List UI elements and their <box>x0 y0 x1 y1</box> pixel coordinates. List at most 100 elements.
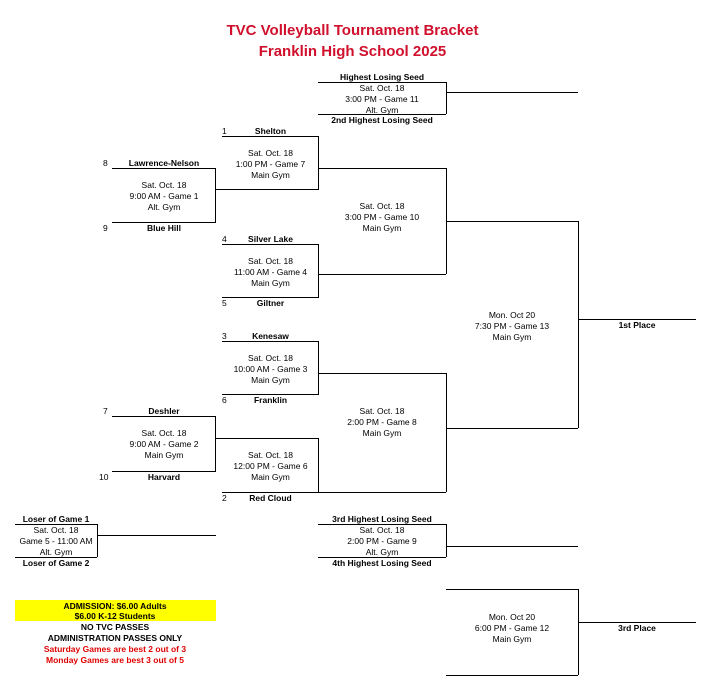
result-1st-place: 1st Place <box>618 320 656 330</box>
game6-place: Main Gym <box>251 472 290 482</box>
seed-number: 4 <box>222 234 227 244</box>
team-blue-hill: Blue Hill <box>146 223 181 233</box>
game3-place: Main Gym <box>251 375 290 385</box>
bracket-line <box>222 244 319 245</box>
team-lawrence-nelson: Lawrence-Nelson <box>128 158 200 168</box>
bracket-line <box>215 168 216 222</box>
admission-highlight <box>15 600 216 621</box>
bracket-line <box>215 438 319 439</box>
bracket-line <box>215 189 319 190</box>
seed-number: 7 <box>103 406 108 416</box>
bracket-line <box>446 675 578 676</box>
slot-loser-game-2: Loser of Game 2 <box>22 558 90 568</box>
team-kenesaw: Kenesaw <box>252 331 289 341</box>
game9-place: Alt. Gym <box>365 547 399 557</box>
game10-time: 3:00 PM - Game 10 <box>344 212 420 222</box>
seed-number: 5 <box>222 298 227 308</box>
game3-time: 10:00 AM - Game 3 <box>233 364 308 374</box>
game10-place: Main Gym <box>362 223 402 233</box>
game9-date: Sat. Oct. 18 <box>359 525 405 535</box>
game12-place: Main Gym <box>492 634 532 644</box>
game11-time: 3:00 PM - Game 11 <box>345 94 419 104</box>
bracket-line <box>318 114 446 115</box>
slot-2nd-highest-losing-seed: 2nd Highest Losing Seed <box>331 115 433 125</box>
game8-time: 2:00 PM - Game 8 <box>347 417 417 427</box>
game7-place: Main Gym <box>251 170 290 180</box>
game9-time: 2:00 PM - Game 9 <box>347 536 417 546</box>
game10-date: Sat. Oct. 18 <box>359 201 405 211</box>
bracket-line <box>222 136 319 137</box>
bracket-line <box>318 492 446 493</box>
game3-date: Sat. Oct. 18 <box>248 353 293 363</box>
saturday-rule: Saturday Games are best 2 out of 3 <box>43 644 187 654</box>
bracket-line <box>446 221 578 222</box>
bracket-line <box>446 589 578 590</box>
game7-time: 1:00 PM - Game 7 <box>235 159 306 169</box>
bracket-line <box>112 168 216 169</box>
game11-date: Sat. Oct. 18 <box>359 83 405 93</box>
seed-number: 1 <box>222 126 227 136</box>
slot-loser-game-1: Loser of Game 1 <box>22 514 90 524</box>
bracket-line <box>446 82 447 114</box>
bracket-line <box>318 557 446 558</box>
seed-number: 2 <box>222 493 227 503</box>
game4-place: Main Gym <box>251 278 290 288</box>
bracket-line <box>97 524 98 557</box>
seed-number: 3 <box>222 331 227 341</box>
game13-date: Mon. Oct 20 <box>488 310 536 320</box>
team-red-cloud: Red Cloud <box>249 493 292 503</box>
admission-students: $6.00 K-12 Students <box>74 611 156 621</box>
seed-number: 9 <box>103 223 108 233</box>
game13-place: Main Gym <box>492 332 532 342</box>
slot-4th-highest-losing-seed: 4th Highest Losing Seed <box>332 558 432 568</box>
game1-place: Alt. Gym <box>147 202 181 212</box>
game5-time: Game 5 - 11:00 AM <box>19 536 93 546</box>
game2-place: Main Gym <box>144 450 184 460</box>
bracket-line <box>318 168 446 169</box>
bracket-line <box>112 416 216 417</box>
bracket-line <box>15 524 97 525</box>
bracket-line <box>318 274 446 275</box>
bracket-line <box>578 622 696 623</box>
bracket-line <box>446 428 578 429</box>
bracket-line <box>578 589 579 675</box>
team-deshler: Deshler <box>148 406 180 416</box>
seed-number: 8 <box>103 158 108 168</box>
seed-number: 6 <box>222 395 227 405</box>
result-3rd-place: 3rd Place <box>618 623 656 633</box>
game6-time: 12:00 PM - Game 6 <box>233 461 308 471</box>
bracket-line <box>446 373 447 492</box>
admin-passes-only: ADMINISTRATION PASSES ONLY <box>47 633 183 643</box>
bracket-line <box>112 222 216 223</box>
bracket-line <box>318 136 319 189</box>
game5-date: Sat. Oct. 18 <box>33 525 79 535</box>
bracket-line <box>578 221 579 428</box>
game13-time: 7:30 PM - Game 13 <box>474 321 550 331</box>
game2-time: 9:00 AM - Game 2 <box>129 439 199 449</box>
bracket-line <box>318 438 319 492</box>
game12-date: Mon. Oct 20 <box>488 612 536 622</box>
bracket-line <box>97 535 216 536</box>
bracket-line <box>15 557 97 558</box>
team-shelton: Shelton <box>254 126 287 136</box>
bracket-line <box>318 244 319 297</box>
game1-date: Sat. Oct. 18 <box>141 180 187 190</box>
slot-highest-losing-seed: Highest Losing Seed <box>339 72 425 82</box>
slot-3rd-highest-losing-seed: 3rd Highest Losing Seed <box>332 514 432 524</box>
bracket-line <box>222 492 319 493</box>
bracket-line <box>215 416 216 471</box>
bracket-line <box>446 92 578 93</box>
game5-place: Alt. Gym <box>39 547 73 557</box>
team-franklin: Franklin <box>253 395 288 405</box>
page-title: TVC Volleyball Tournament Bracket <box>226 22 479 39</box>
bracket-line <box>578 319 696 320</box>
game1-time: 9:00 AM - Game 1 <box>129 191 199 201</box>
no-tvc-passes: NO TVC PASSES <box>80 622 150 632</box>
game4-time: 11:00 AM - Game 4 <box>233 267 308 277</box>
game8-place: Main Gym <box>362 428 402 438</box>
game4-date: Sat. Oct. 18 <box>248 256 293 266</box>
bracket-line <box>112 471 216 472</box>
page-subtitle: Franklin High School 2025 <box>258 43 447 60</box>
bracket-line <box>222 394 319 395</box>
game12-time: 6:00 PM - Game 12 <box>474 623 550 633</box>
